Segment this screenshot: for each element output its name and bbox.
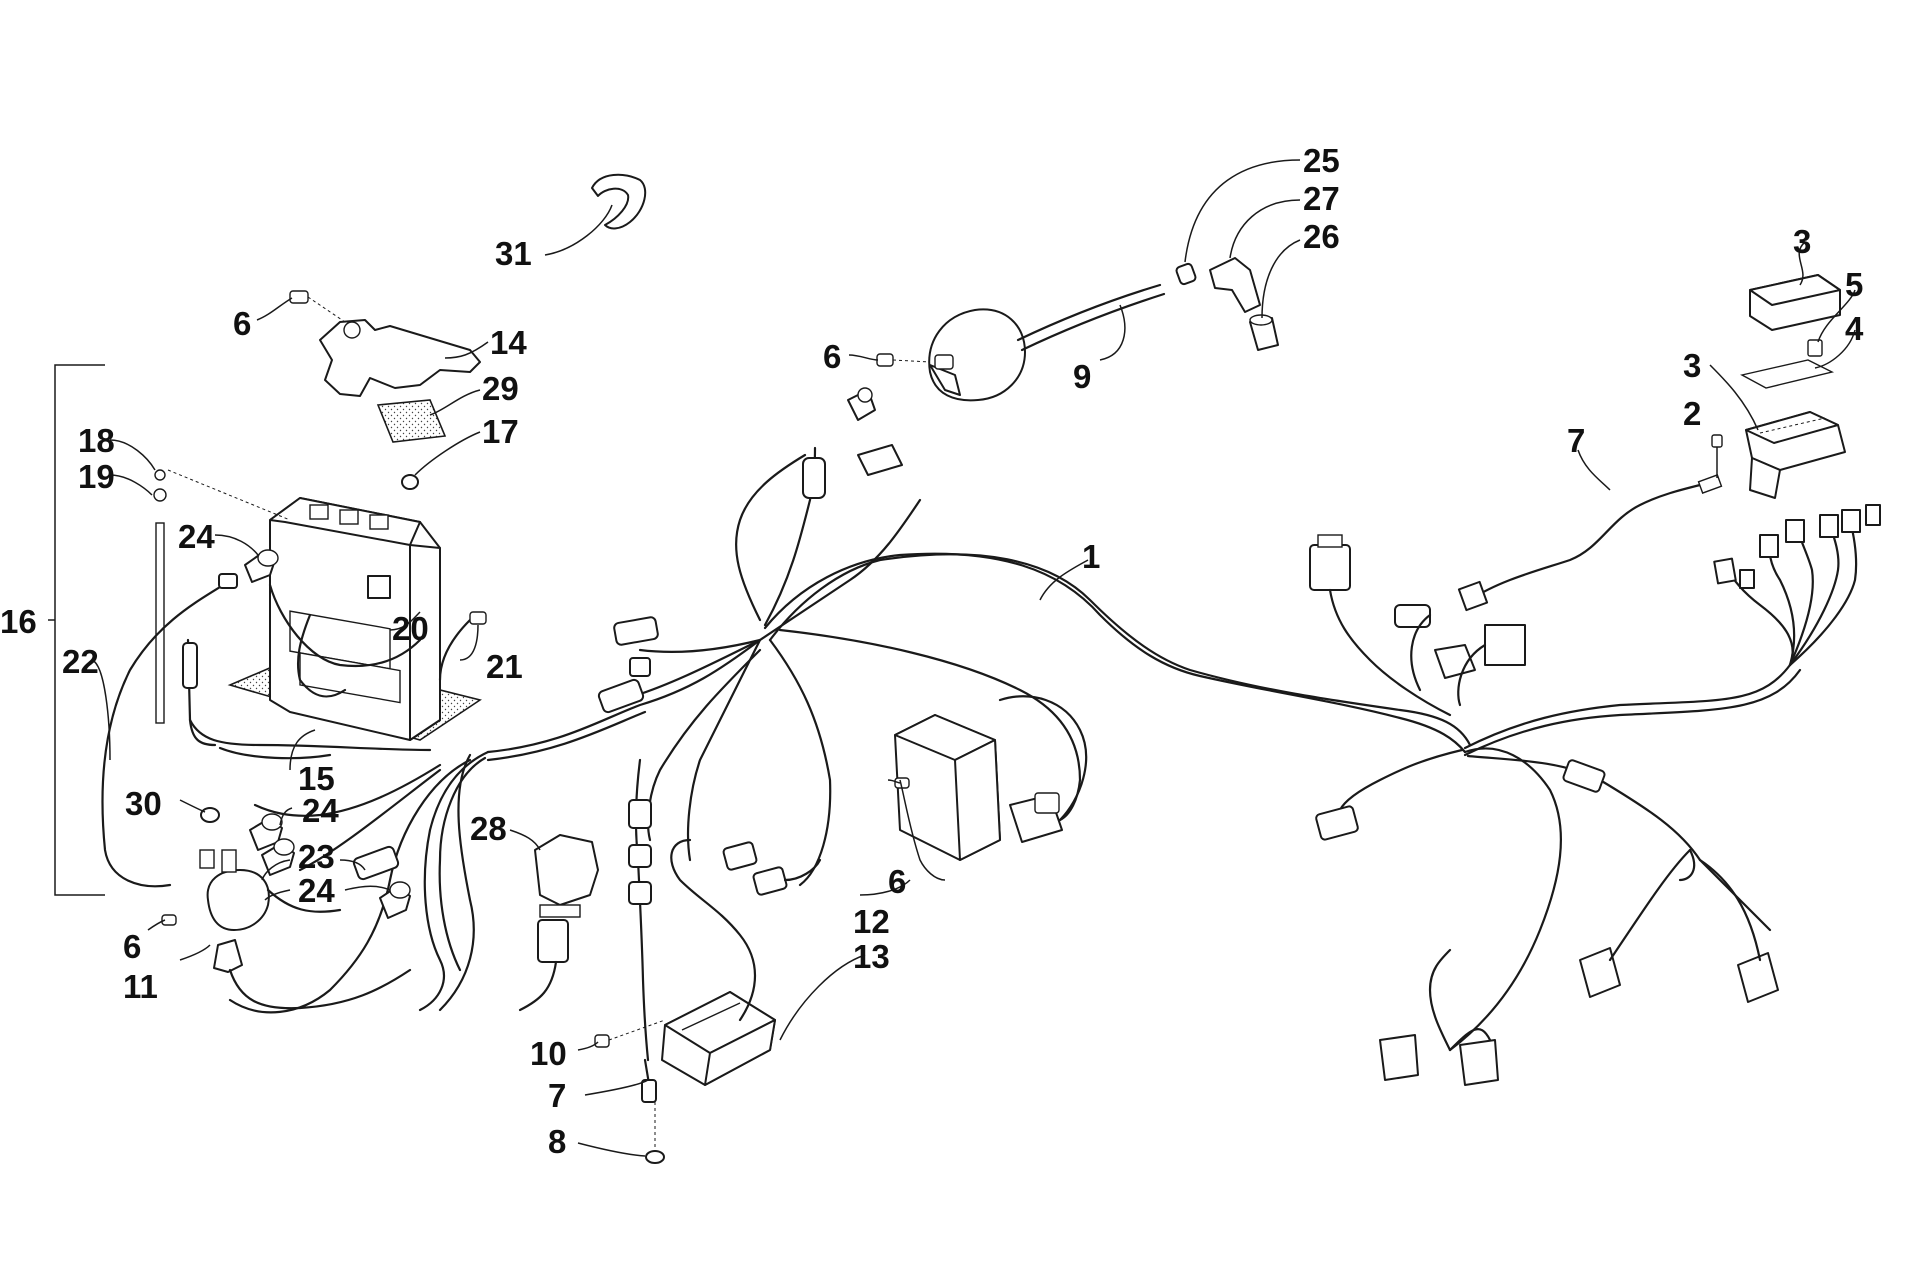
callout-18: 18 [78, 422, 115, 459]
callout-3-top: 3 [1793, 223, 1811, 260]
battery-strap-rod-19 [153, 469, 291, 724]
callout-27: 27 [1303, 180, 1340, 217]
callout-6-coil: 6 [823, 338, 841, 375]
callout-29: 29 [482, 370, 519, 407]
callout-labels: 31 25 27 26 3 5 4 3 2 6 14 6 9 29 17 18 … [0, 142, 1864, 1160]
fuse-box-terminal-leads [1713, 504, 1881, 667]
harness-connectors-center [597, 387, 903, 714]
connector-23 [352, 845, 400, 881]
screw-10 [594, 1019, 666, 1048]
callout-6-cdi: 6 [888, 863, 906, 900]
callout-19: 19 [78, 458, 115, 495]
callout-5: 5 [1845, 266, 1863, 303]
callout-9: 9 [1073, 358, 1091, 395]
callout-1: 1 [1082, 538, 1100, 575]
callout-20: 20 [392, 610, 429, 647]
voltage-regulator-13 [661, 838, 776, 1086]
starter-solenoid-11 [161, 849, 412, 1010]
callout-13: 13 [853, 938, 890, 975]
callout-leaders [91, 159, 1856, 1157]
group-16-bracket [48, 364, 105, 896]
fuse-5 [1807, 339, 1823, 357]
callout-31: 31 [495, 235, 532, 272]
relay-28 [518, 834, 599, 1012]
callout-22: 22 [62, 643, 99, 680]
spark-plug-boot-26 [1249, 314, 1279, 351]
callout-2: 2 [1683, 395, 1701, 432]
cdi-module-12 [894, 695, 1088, 861]
lead-wire-7-right [1457, 474, 1723, 612]
lead-wire-7-inline [628, 758, 657, 1103]
callout-21: 21 [486, 648, 523, 685]
bolt-6-coil-icon [876, 353, 931, 367]
callout-4: 4 [1845, 310, 1864, 347]
callout-8: 8 [548, 1123, 566, 1160]
callout-23: 23 [298, 838, 335, 875]
callout-28: 28 [470, 810, 507, 847]
callout-6-solenoid: 6 [123, 928, 141, 965]
terminal-boot-24-top [244, 549, 279, 583]
fuse-box-cover-3 [1749, 274, 1841, 331]
fuse-box-base-3 [1745, 411, 1846, 499]
regulator-connectors [722, 841, 822, 896]
callout-16: 16 [0, 603, 37, 640]
callout-24-mid: 24 [302, 792, 339, 829]
screw-2 [1711, 434, 1723, 478]
callout-25: 25 [1303, 142, 1340, 179]
nut-30 [200, 807, 220, 823]
callout-24-top: 24 [178, 518, 215, 555]
callout-30: 30 [125, 785, 162, 822]
battery-assembly [227, 497, 482, 741]
terminal-boots-24-pair [249, 813, 411, 919]
fuse-plate-4 [1740, 359, 1835, 389]
callout-3-lower: 3 [1683, 347, 1701, 384]
spark-plug-cap-27 [1209, 257, 1261, 313]
callout-10: 10 [530, 1035, 567, 1072]
callout-14: 14 [490, 324, 527, 361]
callout-26: 26 [1303, 218, 1340, 255]
callout-17: 17 [482, 413, 519, 450]
callout-11: 11 [123, 968, 158, 1005]
clamp-ring-31 [591, 173, 647, 230]
bolt-8 [645, 1102, 665, 1164]
callout-24-low: 24 [298, 872, 335, 909]
spark-plug-seal-25 [1175, 262, 1197, 286]
ignition-coil-9 [876, 283, 1166, 402]
pad-29 [376, 399, 447, 443]
callout-7-bottom: 7 [548, 1077, 566, 1114]
callout-7-right: 7 [1567, 422, 1585, 459]
battery-cables [101, 573, 487, 888]
callout-12: 12 [853, 903, 890, 940]
callout-6-cover: 6 [233, 305, 251, 342]
battery-cover-14 [289, 290, 481, 397]
battery-harness-branch [188, 718, 490, 1014]
bolt-6-cover-icon [289, 290, 346, 323]
bolt-6-solenoid-icon [161, 914, 177, 926]
right-harness-connectors [1309, 534, 1779, 1086]
callout-15: 15 [298, 760, 335, 797]
nut-17 [401, 474, 419, 490]
